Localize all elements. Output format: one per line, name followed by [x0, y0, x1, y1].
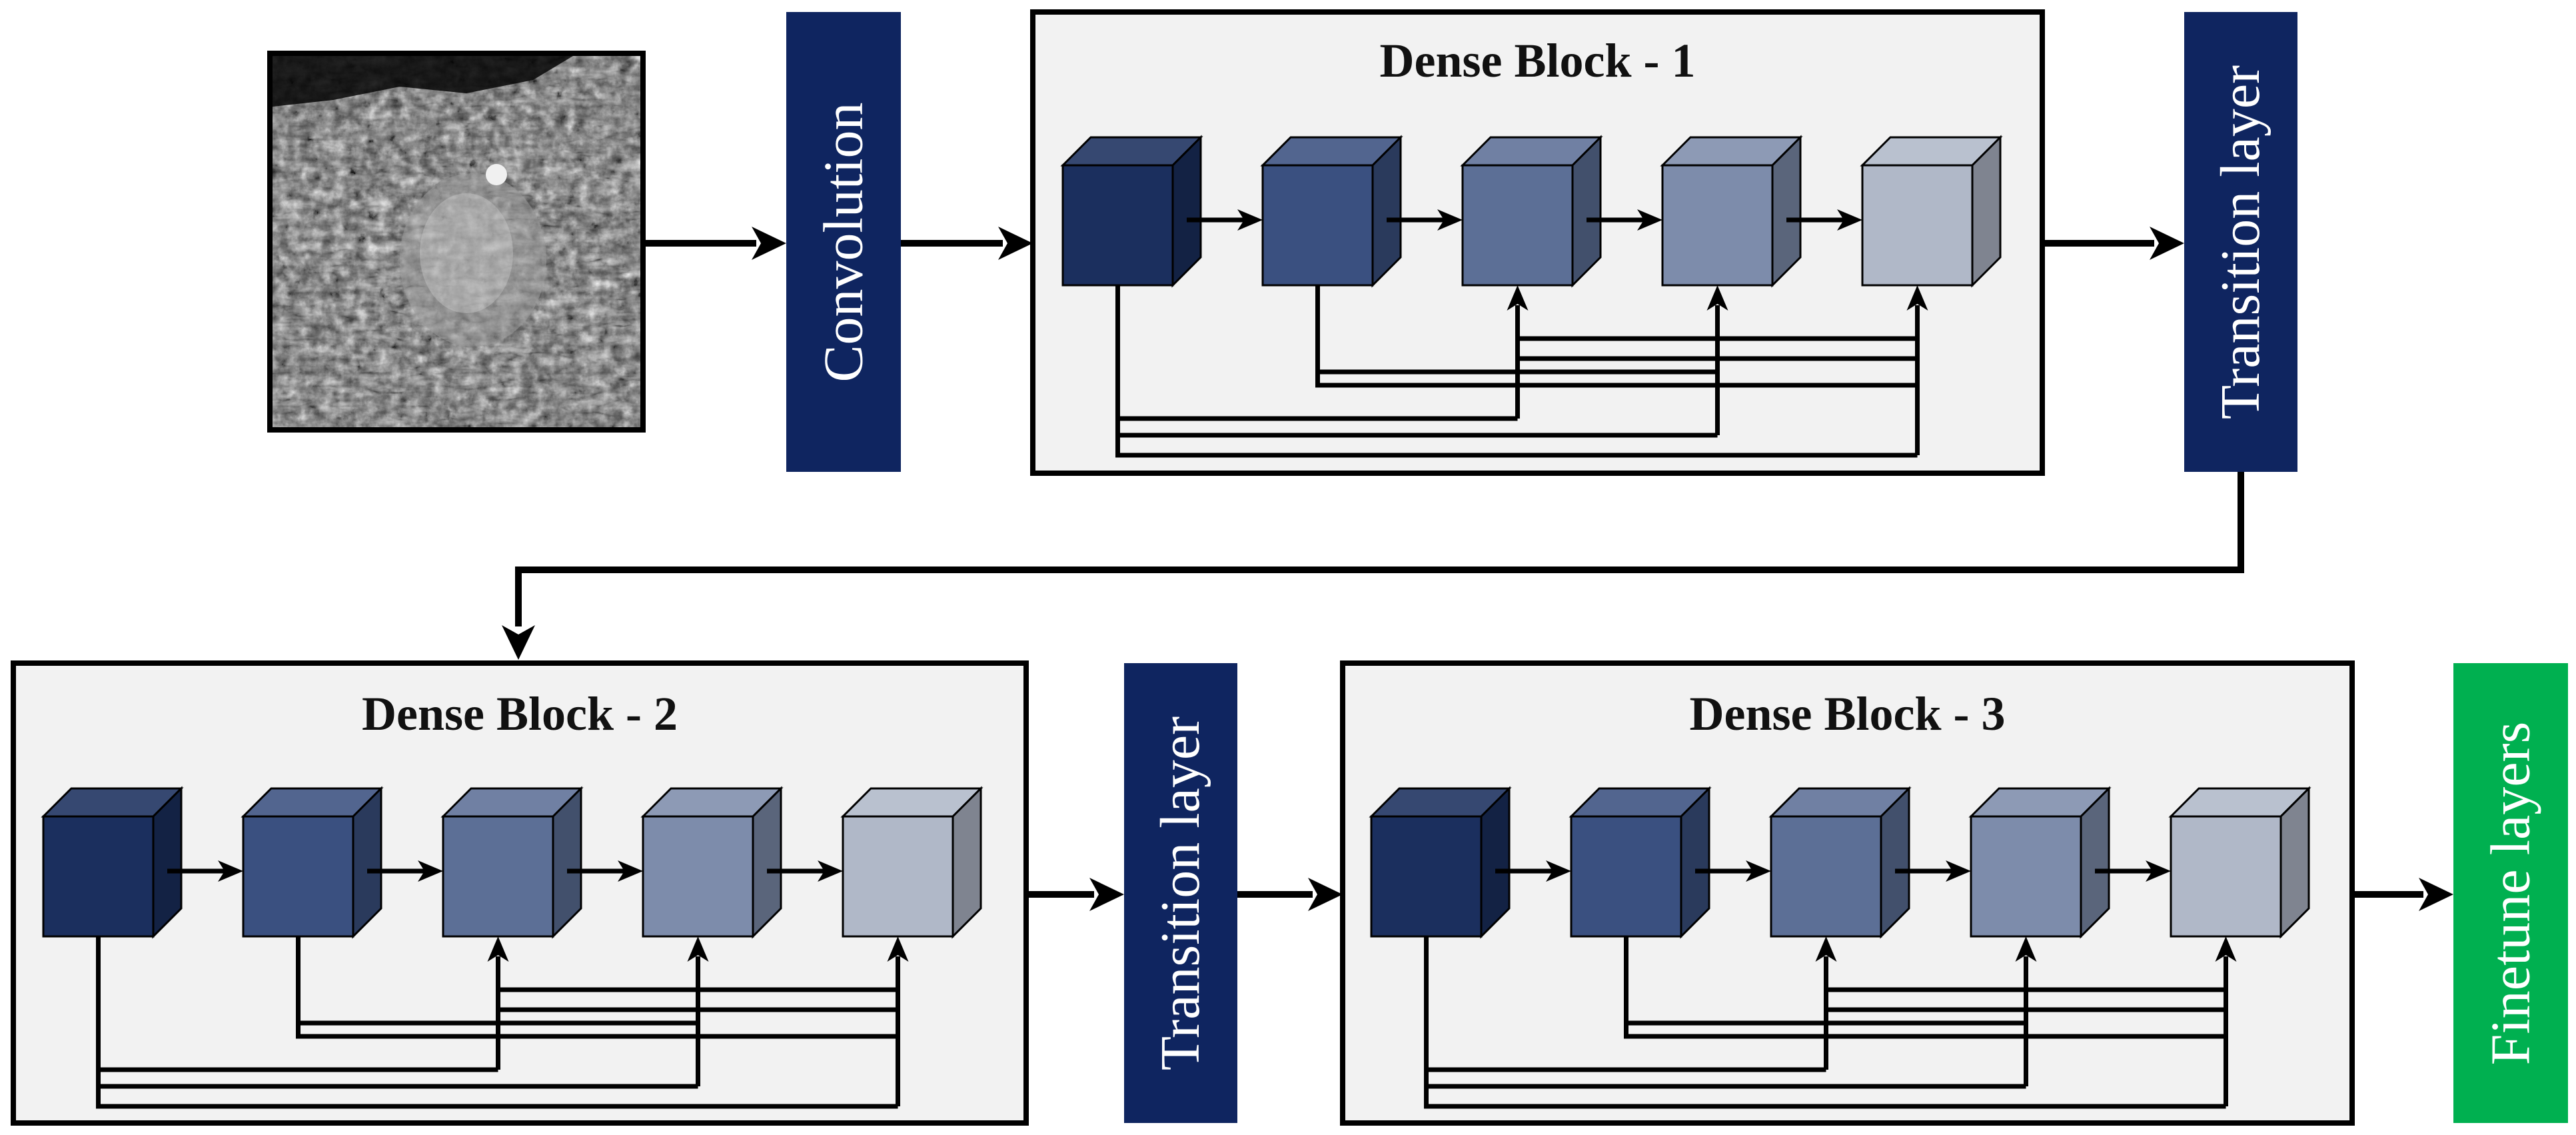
dense-layer-cube [1569, 786, 1712, 939]
dense-layer-cube [1660, 135, 1803, 288]
dense-block-3-title: Dense Block - 3 [1689, 687, 2006, 740]
dense-layer-cube [1060, 135, 1203, 288]
dense-layer-cube [640, 786, 784, 939]
dense-layer-cube [2168, 786, 2311, 939]
dense-block-2-skip-connections [96, 936, 900, 1109]
transition-layer-1-label: Transition layer [2210, 65, 2272, 419]
transition-layer-2-label: Transition layer [1149, 716, 1212, 1070]
dense-layer-cube [1768, 786, 1912, 939]
dense-layer-cube [1968, 786, 2112, 939]
dense-block-3-layers [1369, 786, 2311, 1109]
dense-block-2-title: Dense Block - 2 [362, 687, 678, 740]
finetune-layers-label: Finetune layers [2479, 721, 2542, 1065]
dense-layer-cube [1260, 135, 1403, 288]
dense-layer-cube [840, 786, 983, 939]
dense-block-1-layers [1060, 135, 2003, 458]
dense-block-1-skip-connections [1115, 285, 1920, 458]
dense-block-2-layers [41, 786, 983, 1109]
transition-layer-1-bar [2184, 12, 2297, 472]
convolution-bar [786, 12, 901, 472]
dense-block-1-title: Dense Block - 1 [1379, 34, 1696, 87]
flow-arrowheads [502, 227, 2453, 911]
dense-layer-cube [41, 786, 184, 939]
transition-layer-2-bar [1124, 663, 1237, 1123]
convolution-label: Convolution [812, 101, 875, 383]
dense-layer-cube [1860, 135, 2003, 288]
finetune-layers-bar [2453, 663, 2568, 1123]
dense-block-3-skip-connections [1424, 936, 2228, 1109]
flow-arrows [515, 240, 2423, 898]
dense-layer-cube [1369, 786, 1512, 939]
dense-layer-cube [241, 786, 384, 939]
input-image [267, 51, 646, 433]
dense-layer-cube [440, 786, 584, 939]
dense-layer-cube [1460, 135, 1603, 288]
